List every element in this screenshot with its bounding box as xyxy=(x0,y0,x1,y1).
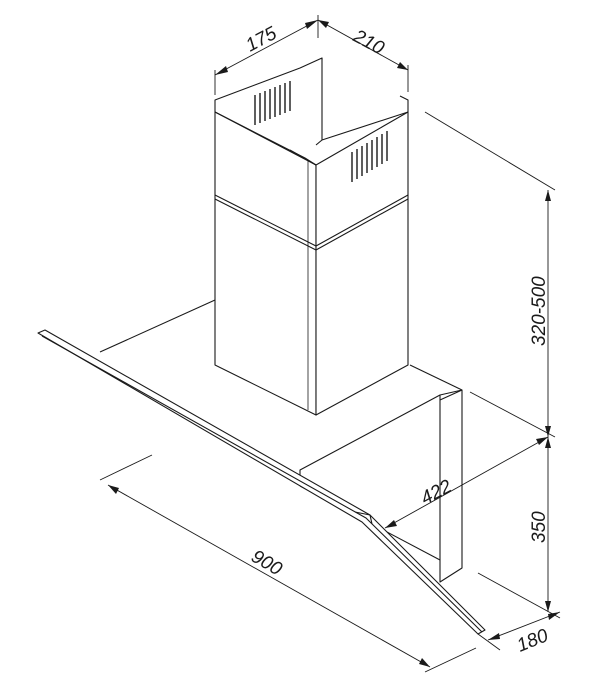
chimney-top-back xyxy=(315,58,323,146)
dim-body-height xyxy=(469,391,556,612)
chimney-top-front xyxy=(289,149,317,166)
dim-label-base-depth: 180 xyxy=(514,625,552,657)
body-right-face xyxy=(439,389,463,583)
chimney-joint-lower xyxy=(214,198,409,251)
glass-panel xyxy=(37,329,486,635)
vent-grille-left xyxy=(254,81,291,125)
glass-edge xyxy=(41,335,483,633)
body-back-top-right xyxy=(409,364,463,391)
dim-chimney-height xyxy=(424,111,556,437)
body-corner xyxy=(439,389,463,401)
vent-grille-right xyxy=(351,131,388,182)
chimney-joint-upper xyxy=(214,194,409,247)
chimney xyxy=(214,57,409,416)
dim-label-chimney-height: 320-500 xyxy=(529,276,550,346)
dim-label-chimney-depth: 210 xyxy=(349,25,388,59)
body-back-top-left xyxy=(99,299,216,353)
dim-base-depth xyxy=(477,572,561,651)
dim-label-body-height: 350 xyxy=(529,511,550,543)
dim-label-total-width: 900 xyxy=(248,546,286,580)
chimney-right-face xyxy=(315,111,409,416)
chimney-left-face xyxy=(214,111,317,416)
chimney-top-right xyxy=(321,95,409,141)
dim-body-depth xyxy=(384,436,549,529)
glass-corner xyxy=(354,511,373,525)
dim-label-chimney-width: 175 xyxy=(242,23,280,57)
dim-chimney-width xyxy=(214,15,319,95)
glass-face xyxy=(37,329,486,635)
dim-total-width xyxy=(99,454,477,673)
dim-chimney-depth xyxy=(317,19,409,92)
